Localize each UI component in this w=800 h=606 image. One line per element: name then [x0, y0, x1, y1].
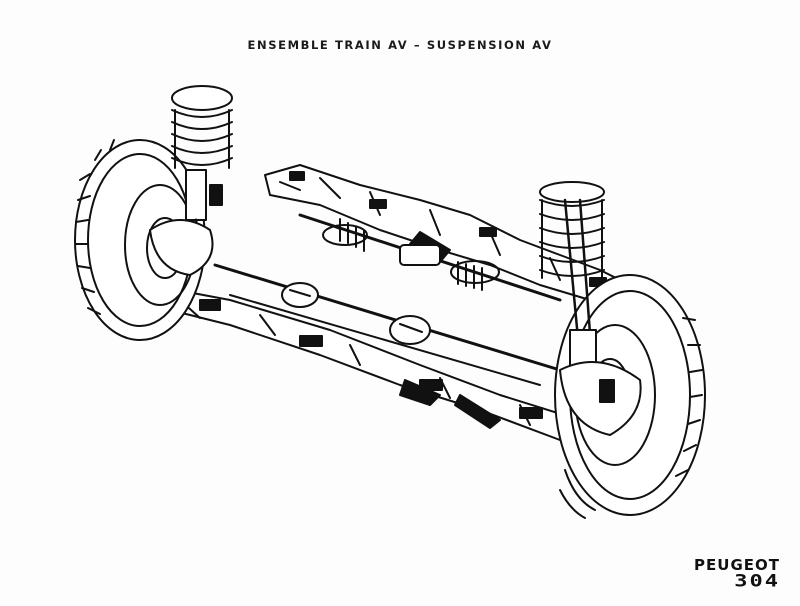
brand-model: 304 [734, 572, 780, 591]
rack-boot-right [450, 260, 500, 291]
brand-name: PEUGEOT [694, 556, 780, 574]
diagram-title: ENSEMBLE TRAIN AV – SUSPENSION AV [247, 38, 553, 52]
lower-crossmember [149, 284, 601, 441]
brand-logo: PEUGEOT 304 [660, 556, 780, 597]
left-strut [149, 85, 233, 276]
rack-boot-left [322, 218, 368, 252]
right-strut [539, 181, 642, 436]
steering-rack [298, 213, 562, 302]
drive-shaft [213, 263, 562, 386]
